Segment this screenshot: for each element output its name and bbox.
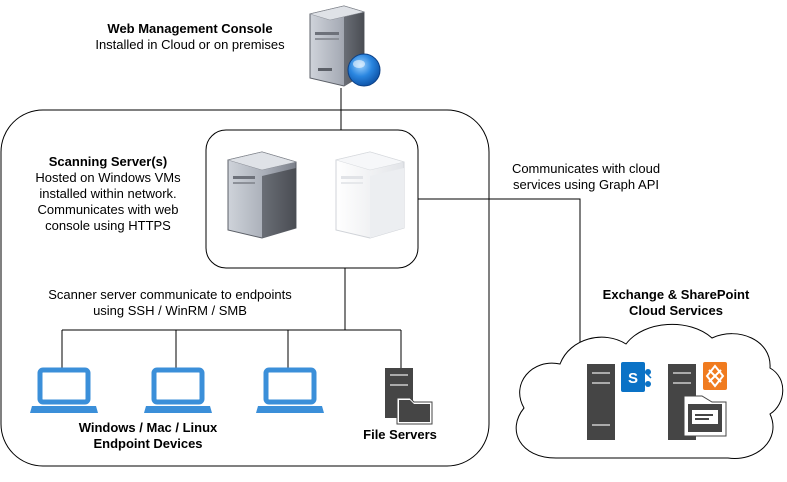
endpoint-link-line: Scanner server communicate to endpoints [48, 287, 292, 302]
scanning-server-line: console using HTTPS [45, 218, 171, 233]
cloud-services-line: Exchange & SharePoint [602, 287, 750, 302]
scanning-server-line: Hosted on Windows VMs [35, 170, 181, 185]
svg-text:S: S [628, 370, 638, 387]
scanning-server-icon-light [335, 151, 405, 239]
laptop-icon-1 [30, 367, 98, 413]
sharepoint-icon: S [621, 362, 652, 392]
cloud-link-label: Communicates with cloud services using G… [496, 161, 676, 193]
laptop-icon-2 [144, 367, 212, 413]
exchange-icon [703, 362, 727, 390]
scanner-to-cloud-line [418, 198, 581, 345]
cloud-services-label: Exchange & SharePoint Cloud Services [586, 287, 766, 319]
sharepoint-server-icon [587, 364, 615, 440]
endpoints-label: Windows / Mac / Linux Endpoint Devices [58, 420, 238, 452]
cloud-services-line: Cloud Services [629, 303, 723, 318]
cloud-link-line: Communicates with cloud [511, 161, 661, 176]
web-console-subtitle: Installed in Cloud or on premises [95, 37, 285, 52]
scanning-server-line: installed within network. [39, 186, 177, 201]
globe-icon [347, 53, 381, 87]
endpoint-link-label: Scanner server communicate to endpoints … [20, 287, 320, 319]
cloud-link-line: services using Graph API [513, 177, 659, 192]
web-console-label: Web Management Console Installed in Clou… [90, 21, 290, 53]
file-server-icon [385, 368, 433, 425]
exchange-server-icon [668, 364, 727, 440]
scanning-server-title: Scanning Server(s) [48, 154, 168, 169]
cloud-shape [515, 323, 784, 459]
endpoints-line: Endpoint Devices [93, 436, 203, 451]
web-console-title: Web Management Console [107, 21, 273, 36]
endpoint-link-line: using SSH / WinRM / SMB [93, 303, 247, 318]
network-boundary [0, 109, 490, 467]
web-console-server-icon [309, 5, 381, 87]
scanning-server-line: Communicates with web [37, 202, 179, 217]
scanning-server-label: Scanning Server(s) Hosted on Windows VMs… [18, 154, 198, 234]
file-servers-label: File Servers [363, 427, 437, 442]
laptop-icon-3 [256, 367, 324, 413]
endpoints-line: Windows / Mac / Linux [78, 420, 218, 435]
scanning-server-icon-dark [227, 151, 297, 239]
